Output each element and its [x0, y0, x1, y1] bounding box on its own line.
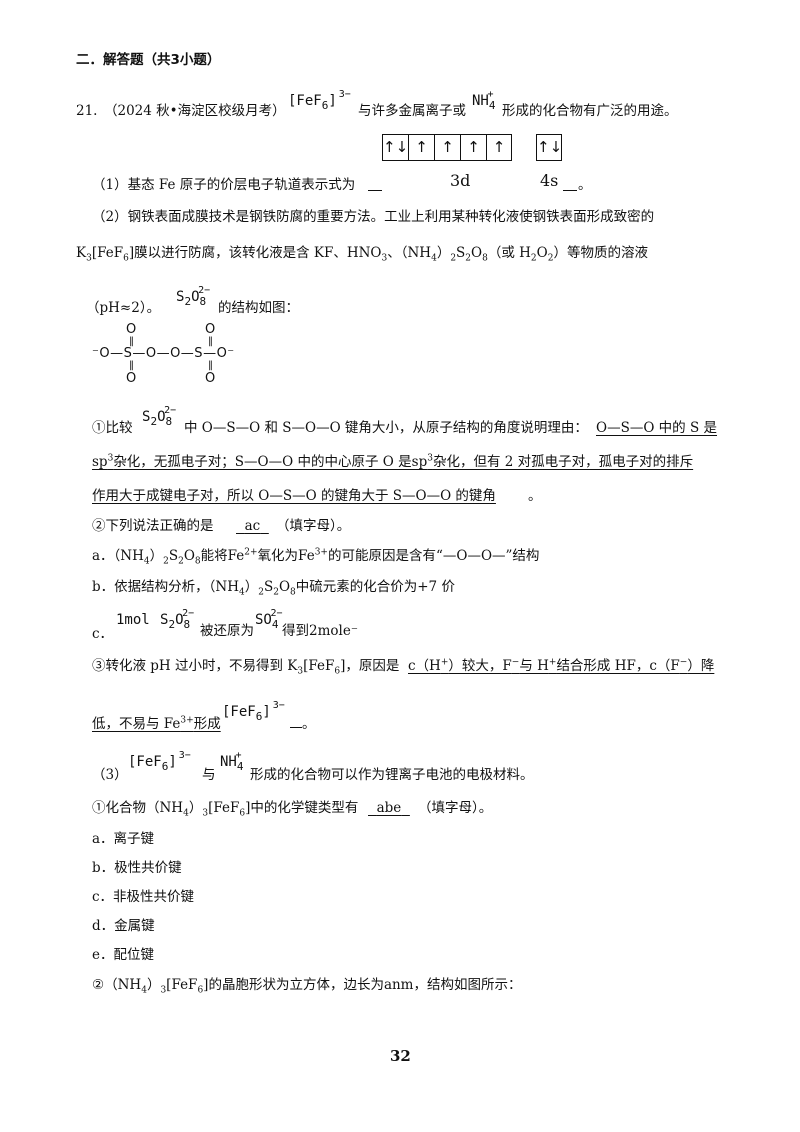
double-bond: ‖ — [208, 336, 213, 347]
sub2-tail: （填字母）。 — [276, 518, 351, 534]
option-b: b．极性共价键 — [92, 860, 182, 876]
sub1-mid: 中 O—S—O 和 S—O—O 键角大小，从原子结构的角度说明理由： — [184, 420, 588, 436]
answer-underline — [368, 190, 382, 191]
part2-line2: K3[FeF6]膜以进行防腐，该转化液是含 KF、HNO3、（NH4）2S2O8… — [76, 245, 648, 264]
option-2c-mol: 1mol — [116, 612, 150, 628]
option-d: d．金属键 — [92, 918, 155, 934]
t1-tail: （填字母）。 — [418, 800, 493, 816]
sub1-answer1: O—S—O 中的 S 是 — [596, 420, 718, 436]
formula-s2o8: S2O82− — [176, 285, 211, 308]
orbital-box: ↑ — [460, 134, 486, 161]
orbital-box: ↑↓ — [382, 134, 408, 161]
formula-nh4: NH4+ — [472, 89, 496, 112]
part1-text: （1）基态 Fe 原子的价层电子轨道表示式为 — [92, 177, 356, 193]
part3-tail: 形成的化合物可以作为锂离子电池的电极材料。 — [250, 767, 534, 783]
orbital-box: ↑ — [434, 134, 460, 161]
option-e: e．配位键 — [92, 947, 154, 963]
orbital-4s-boxes: ↑↓ — [536, 134, 562, 161]
sub3-lead: ③转化液 pH 过小时，不易得到 K3[FeF6]，原因是 — [92, 658, 400, 677]
sub3-answer1: c（H+）较大，F−与 H+结合形成 HF，c（F−）降 — [408, 657, 715, 674]
t2-text: ②（NH4）3[FeF6]的晶胞形状为立方体，边长为anm，结构如图所示： — [92, 977, 522, 996]
orbital-box: ↑ — [486, 134, 512, 161]
structure-o-bot1: O — [126, 371, 137, 386]
part2-line3b: 的结构如图： — [218, 300, 299, 316]
sub1-answer3: 作用大于成键电子对，所以 O—S—O 的键角大于 S—O—O 的键角 — [92, 488, 496, 504]
part1-end: 。 — [578, 177, 592, 193]
sub2-lead: ②下列说法正确的是 — [92, 518, 214, 534]
question-source: （2024 秋•海淀区校级月考） — [104, 103, 286, 119]
t1-lead: ①化合物（NH4）3[FeF6]中的化学键类型有 — [92, 800, 359, 819]
structure-o-bot2: O — [205, 371, 216, 386]
formula-fef6: [FeF6]3− — [128, 750, 191, 773]
option-2c-mid: 被还原为 — [200, 623, 254, 639]
section-title: 二．解答题（共3小题） — [76, 52, 221, 68]
option-c: c．非极性共价键 — [92, 889, 195, 905]
structure-o-top1: O — [126, 322, 137, 337]
option-2c-lead: c． — [92, 626, 114, 642]
question-number: 21. — [76, 103, 98, 119]
part2-line3a: （pH≈2）。 — [86, 300, 161, 316]
formula-fef6: [FeF6]3− — [222, 700, 285, 723]
question-text-mid: 与许多金属离子或 — [358, 103, 466, 119]
part3-mid: 与 — [202, 767, 216, 783]
double-bond: ‖ — [129, 336, 134, 347]
option-2c-tail: 得到2mole⁻ — [282, 623, 358, 639]
part2-line1: （2）钢铁表面成膜技术是钢铁防腐的重要方法。工业上利用某种转化液使钢铁表面形成致… — [92, 209, 655, 225]
sub2-answer: ac — [244, 518, 261, 534]
option-a: a．离子键 — [92, 831, 155, 847]
formula-s2o8: S2O82− — [142, 405, 177, 428]
double-bond: ‖ — [129, 360, 134, 371]
structure-o-top2: O — [205, 322, 216, 337]
sub3-end: 。 — [302, 716, 316, 732]
page-number: 32 — [390, 1047, 411, 1065]
option-2b: b．依据结构分析，（NH4）2S2O8中硫元素的化合价为+7 价 — [92, 579, 455, 598]
double-bond: ‖ — [208, 360, 213, 371]
sub1-end: 。 — [528, 488, 542, 504]
orbital-box: ↑ — [408, 134, 434, 161]
answer-underline — [563, 190, 577, 191]
formula-nh4: NH4+ — [220, 750, 244, 773]
option-2a: a．（NH4）2S2O8能将Fe2+氧化为Fe3+的可能原因是含有“—O—O—”… — [92, 547, 540, 567]
orbital-3d-boxes: ↑↓ ↑ ↑ ↑ ↑ — [382, 134, 512, 161]
structure-chain: ⁻O—S—O—O—S—O⁻ — [92, 346, 235, 361]
part3-lead: （3） — [92, 767, 128, 783]
formula-so4: SO42− — [255, 608, 283, 631]
formula-fef6: [FeF6]3− — [288, 89, 351, 112]
orbital-box: ↑↓ — [536, 134, 562, 161]
question-text-tail: 形成的化合物有广泛的用途。 — [502, 103, 678, 119]
orbital-label-3d: 3d — [450, 171, 471, 190]
sub1-lead: ①比较 — [92, 420, 133, 436]
t1-answer: abe — [376, 800, 402, 816]
orbital-label-4s: 4s — [540, 171, 559, 190]
answer-underline — [290, 727, 302, 728]
sub1-answer2: sp3杂化，无孤电子对；S—O—O 中的中心原子 O 是sp3杂化，但有 2 对… — [92, 453, 694, 470]
formula-s2o8: S2O82− — [160, 608, 195, 631]
sub3-answer2: 低，不易与 Fe3+形成 — [92, 715, 221, 732]
